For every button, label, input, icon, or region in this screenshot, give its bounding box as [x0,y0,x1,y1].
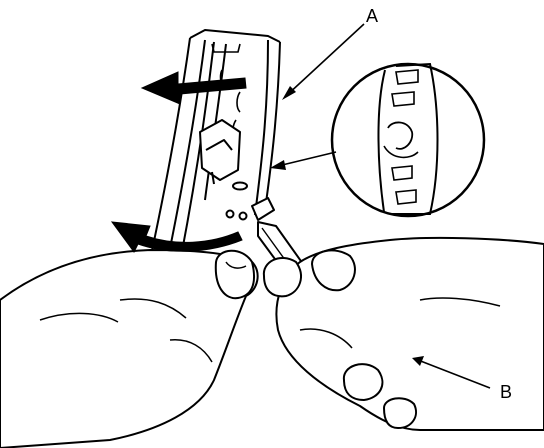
detail-inset [330,62,486,218]
right-hand [262,236,544,431]
retaining-clip [199,119,275,221]
rotate-direction-arrow [110,221,243,253]
leader-lines [277,23,491,389]
leader-arrowheads [270,86,424,366]
left-hand [0,249,259,448]
callout-b: B [500,382,512,402]
callout-a: A [366,6,378,26]
pull-direction-arrow [140,71,247,105]
